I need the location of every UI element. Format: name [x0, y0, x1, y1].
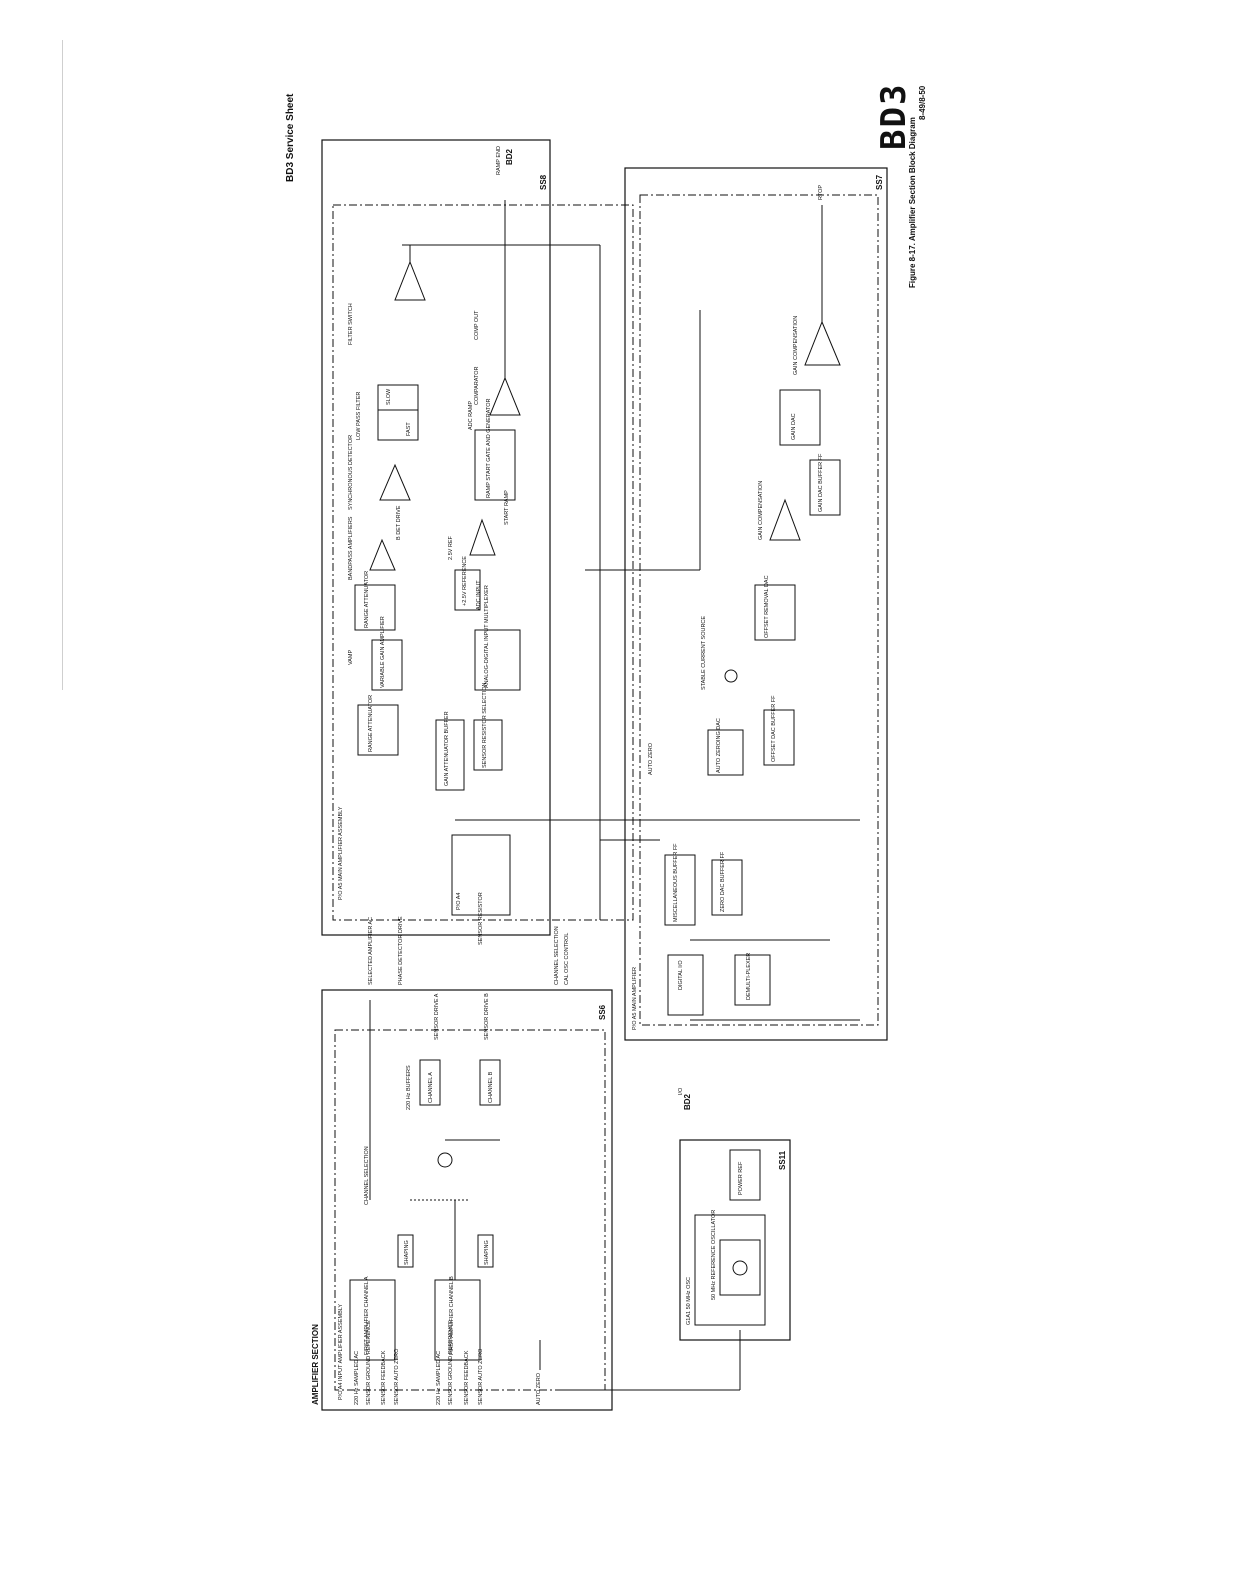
low-pass-label: LOW PASS FILTER — [356, 392, 362, 440]
offset-dac-block: OFFSET REMOVAL DAC — [764, 575, 770, 638]
comparator-label: COMPARATOR — [474, 366, 480, 405]
bd2-bottom-label: BD2 — [683, 1093, 692, 1110]
gain-dac-buf-block: GAIN DAC BUFFER FF — [818, 453, 824, 512]
osc-label: 50 MHz REFERENCE OSCILLATOR — [711, 1210, 717, 1300]
gain-dac-block: GAIN DAC — [791, 413, 797, 440]
analog-mux-block: ANALOG-DIGITAL INPUT MULTIPLEXER — [484, 585, 490, 688]
power-ref-label: POWER REF — [738, 1161, 744, 1195]
channel-sel-block-label: CHANNEL SELECTION — [364, 1146, 370, 1205]
label-a5-main-2: P/O A5 MAIN AMPLIFIER — [632, 967, 638, 1030]
slow-label: SLOW — [386, 388, 392, 405]
misc-buf-block: MISCELLANEOUS BUFFER FF — [673, 843, 679, 922]
adc-chain: GAIN ATTENUATOR BUFFER SENSOR RESISTOR S… — [435, 146, 521, 791]
auto-zero-label: AUTO ZERO — [648, 742, 654, 775]
stable-current-label: STABLE CURRENT SOURCE — [701, 616, 707, 690]
panel-ss8: SS8 P/O A5 MAIN AMPLIFIER ASSEMBLY — [321, 139, 634, 936]
b-det-drive-label: B DET DRIVE — [396, 505, 402, 540]
sensor-res-sel-block: SENSOR RESISTOR SELECTION — [482, 682, 488, 768]
filter-switch-label: FILTER SWITCH — [348, 303, 354, 345]
in-a1: 220 Hz SAMPLED AC — [354, 1351, 360, 1405]
in-b2: SENSOR GROUND REFERENCE — [448, 1320, 454, 1405]
ref-2v5-block: +2.5V REFERENCE — [462, 556, 468, 606]
rtop-label: RTOP — [818, 185, 824, 200]
fast-label: FAST — [406, 422, 412, 436]
label-ss6: SS6 — [598, 1004, 607, 1020]
shaping-b-block: SHAPING — [484, 1240, 490, 1265]
sync-detector-label: SYNCHRONOUS DETECTOR — [348, 435, 354, 510]
panel-ss6: SS6 AMPLIFIER SECTION P/O A4 INPUT AMPLI… — [311, 916, 613, 1411]
first-amp-b-block: FIRST AMPLIFIER CHANNEL B — [449, 1276, 455, 1355]
in-a4: SENSOR AUTO ZERO — [394, 1348, 400, 1405]
ramp-gen-block: RAMP START GATE AND GENERATOR — [486, 398, 492, 498]
chan-a-block: CHANNEL A — [428, 1072, 434, 1103]
buffers-220-label: 220 Hz BUFFERS — [406, 1065, 412, 1110]
label-a4-input: P/O A4 INPUT AMPLIFIER ASSEMBLY — [338, 1304, 344, 1400]
panel-ss7: SS7 P/O A5 MAIN AMPLIFIER AUTO ZERO RTOP — [624, 167, 888, 1041]
label-a1-osc: G1A1 50 MHz OSC — [686, 1277, 692, 1325]
auto-zero-dac-block: AUTO ZEROING DAC — [716, 718, 722, 773]
comp-out-label: COMP OUT — [474, 310, 480, 340]
label-a5-main: P/O A5 MAIN AMPLIFIER ASSEMBLY — [338, 806, 344, 900]
adc-ramp-label: ADC RAMP — [468, 401, 474, 430]
label-ss7: SS7 — [875, 174, 884, 190]
gain-comp2-label: GAIN COMPENSATION — [793, 316, 799, 375]
chan-b-block: CHANNEL B — [488, 1071, 494, 1103]
in-b3: SENSOR FEEDBACK — [464, 1350, 470, 1405]
sensor-drive-b-label: SENSOR DRIVE B — [484, 993, 490, 1040]
variable-gain-block: VARIABLE GAIN AMPLIFIER — [380, 616, 386, 688]
start-ramp-label: START RAMP — [504, 490, 510, 525]
range-attenuator-block: RANGE ATTENUATOR — [368, 695, 374, 752]
selected-amp-label: SELECTED AMPLIFIER AC — [368, 917, 374, 985]
margin-rule — [62, 40, 63, 690]
gain-comp-label: GAIN COMPENSATION — [758, 481, 764, 540]
panel-ss11: SS11 G1A1 50 MHz OSC 50 MHz REFERENCE OS… — [679, 1139, 791, 1341]
label-amplifier-section: AMPLIFIER SECTION — [311, 1324, 320, 1405]
label-sensor-resistor: SENSOR RESISTOR — [478, 892, 484, 945]
signal-chain: RANGE ATTENUATOR VARIABLE GAIN AMPLIFIER… — [348, 244, 601, 920]
label-ss11: SS11 — [778, 1150, 787, 1170]
io-label: I/O — [678, 1087, 684, 1095]
range-attenuator2-block: RANGE ATTENUATOR — [364, 571, 370, 628]
a4-small-box: P/O A4 SENSOR RESISTOR — [451, 834, 511, 945]
sensor-drive-a-label: SENSOR DRIVE A — [434, 993, 440, 1040]
ref-2v5-tp-label: 2.5V REF — [448, 536, 454, 560]
ss6-blocks: FIRST AMPLIFIER CHANNEL A FIRST AMPLIFIE… — [349, 1000, 741, 1405]
first-amp-a-block: FIRST AMPLIFIER CHANNEL A — [364, 1276, 370, 1355]
in-b4: SENSOR AUTO ZERO — [478, 1348, 484, 1405]
offset-buf-block: OFFSET DAC BUFFER FF — [771, 695, 777, 762]
cal-osc-label: CAL OSC CONTROL — [564, 933, 570, 985]
shaping-a-block: SHAPING — [404, 1240, 410, 1265]
adc-input-label: ADC INPUT — [476, 580, 482, 610]
phase-det-label: PHASE DETECTOR DRIVE — [398, 916, 404, 985]
in-a3: SENSOR FEEDBACK — [381, 1350, 387, 1405]
in-a2: SENSOR GROUND REFERENCE — [366, 1320, 372, 1405]
gain-atten-buffer-block: GAIN ATTENUATOR BUFFER — [444, 711, 450, 786]
digital-io-block: DIGITAL I/O — [678, 960, 684, 990]
label-a4-small: P/O A4 — [456, 893, 462, 910]
ramp-end-label: RAMP END — [496, 146, 502, 175]
bd2-top-label: BD2 — [505, 148, 514, 165]
demux-block: DEMULTI-PLEXER — [746, 953, 752, 1000]
in-b1: 220 Hz SAMPLED AC — [436, 1351, 442, 1405]
auto-zero-in-label: AUTO ZERO — [536, 1372, 542, 1405]
ss7-blocks: AUTO ZEROING DAC STABLE CURRENT SOURCE O… — [455, 205, 860, 1110]
zero-dac-buf-block: ZERO DAC BUFFER FF — [720, 851, 726, 912]
vamp-label: VAMP — [348, 649, 354, 665]
label-ss8: SS8 — [539, 174, 548, 190]
bandpass-label: BANDPASS AMPLIFIERS — [348, 516, 354, 580]
channel-sel-sig-label: CHANNEL SELECTION — [554, 926, 560, 985]
